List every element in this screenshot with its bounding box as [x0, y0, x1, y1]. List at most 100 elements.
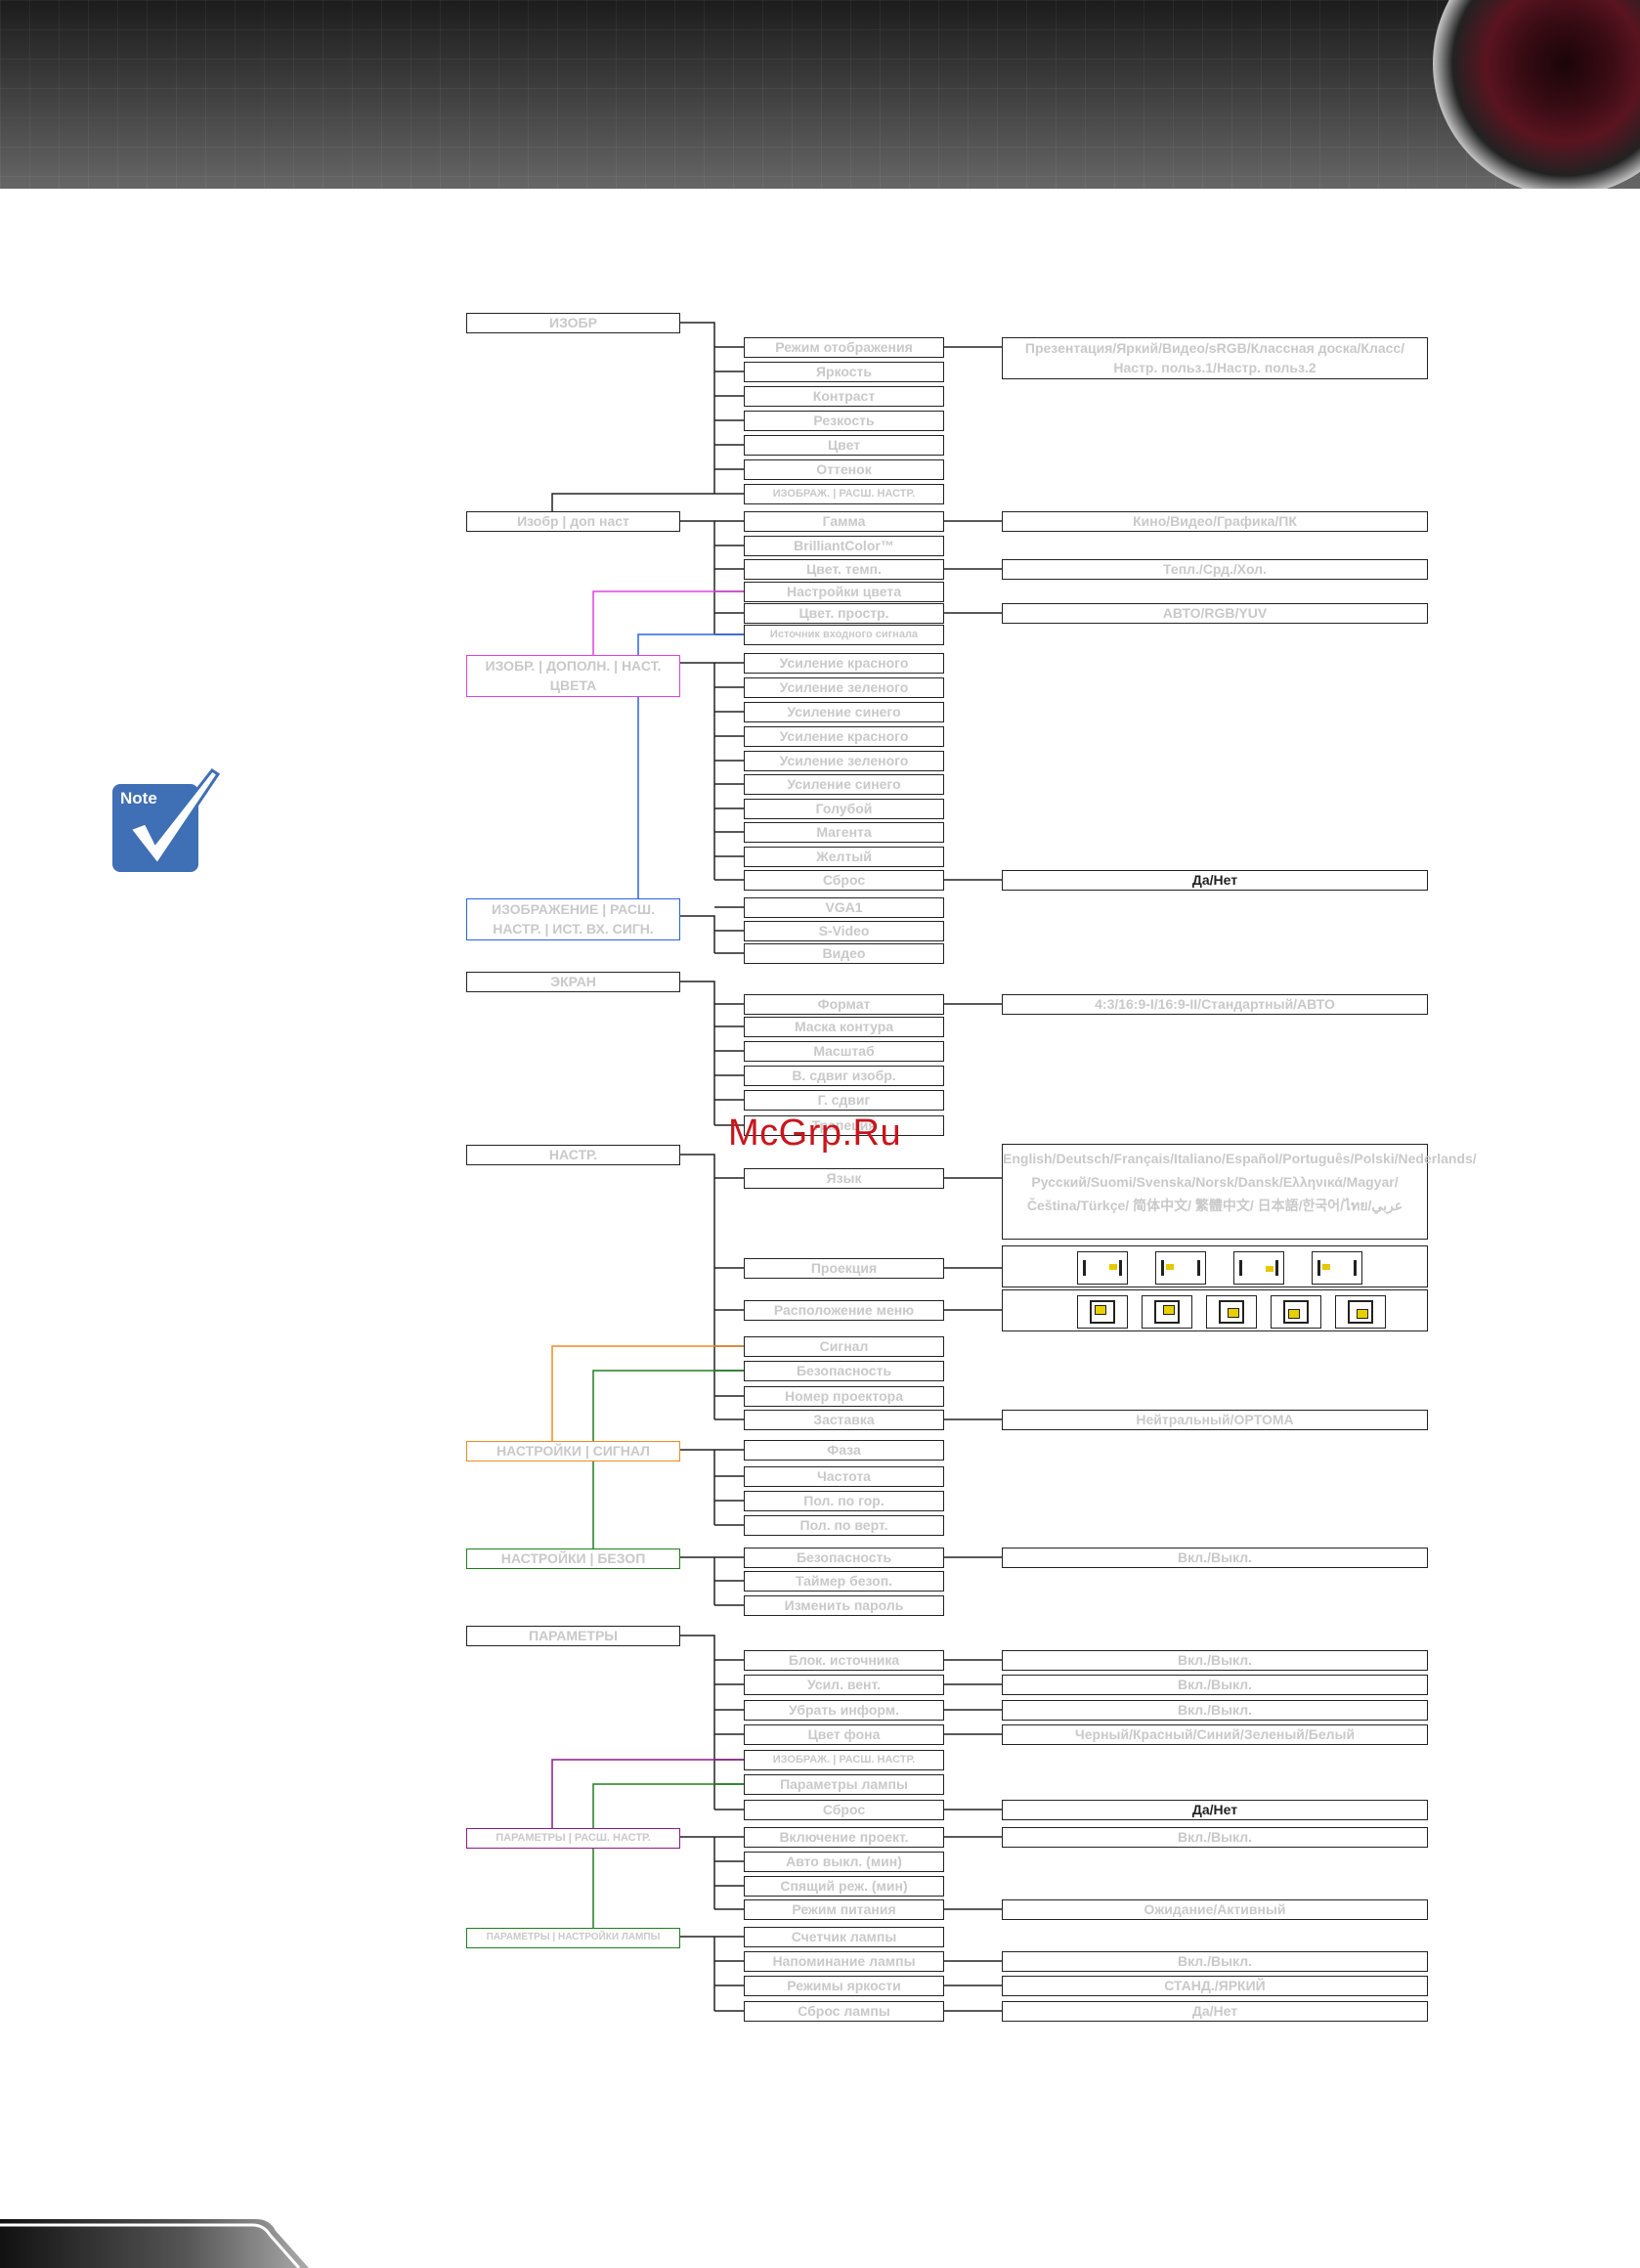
item-security-toggle: Безопасность	[744, 1548, 944, 1568]
rear-desktop-icon	[1155, 1251, 1206, 1285]
item-h-position: Пол. по гор.	[744, 1491, 944, 1511]
value-color-temp: Тепл./Срд./Хол.	[1002, 559, 1428, 580]
item-display-mode: Режим отображения	[744, 337, 944, 358]
menu-center-icon	[1206, 1295, 1257, 1329]
item-blue-gain: Усиление синего	[744, 702, 944, 722]
item-edge-mask: Маска контура	[744, 1017, 944, 1037]
front-desktop-icon	[1077, 1251, 1128, 1285]
item-magenta: Магента	[744, 822, 944, 843]
item-h-shift: Г. сдвиг	[744, 1090, 944, 1111]
note-label: Note	[120, 789, 157, 807]
item-color: Цвет	[744, 435, 944, 456]
item-color-space: Цвет. простр.	[744, 603, 944, 624]
value-gamma: Кино/Видео/Графика/ПК	[1002, 511, 1428, 532]
value-power-mode: Ожидание/Активный	[1002, 1899, 1428, 1920]
menu-image-advanced: Изобр | доп наст	[466, 511, 680, 532]
item-power-mode: Режим питания	[744, 1899, 944, 1920]
value-info-hide: Вкл./Выкл.	[1002, 1700, 1428, 1721]
menu-bottom-left-icon	[1271, 1295, 1321, 1329]
value-direct-power-on: Вкл./Выкл.	[1002, 1827, 1428, 1848]
item-sharpness: Резкость	[744, 411, 944, 431]
item-color-reset: Сброс	[744, 870, 944, 891]
menu-options-advanced: ПАРАМЕТРЫ | РАСШ. НАСТР.	[466, 1828, 680, 1849]
item-format: Формат	[744, 994, 944, 1015]
item-info-hide: Убрать информ.	[744, 1700, 944, 1721]
item-svideo: S-Video	[744, 921, 944, 941]
item-high-altitude: Усил. вент.	[744, 1675, 944, 1695]
menu-setup: НАСТР.	[466, 1145, 680, 1165]
check-icon	[127, 767, 220, 867]
menu-signal: НАСТРОЙКИ | СИГНАЛ	[466, 1441, 680, 1461]
menu-input-source: ИЗОБРАЖЕНИЕ | РАСШ. НАСТР. | ИСТ. ВХ. СИ…	[466, 898, 680, 940]
item-phase: Фаза	[744, 1440, 944, 1461]
item-v-shift: В. сдвиг изобр.	[744, 1066, 944, 1086]
menu-image: ИЗОБР	[466, 313, 680, 333]
value-options-reset: Да/Нет	[1002, 1800, 1428, 1820]
item-keystone: Трапеция	[744, 1115, 944, 1136]
item-projection: Проекция	[744, 1258, 944, 1279]
item-input-source: Источник входного сигнала	[744, 625, 944, 645]
item-direct-power-on: Включение проект.	[744, 1827, 944, 1848]
item-green-gain: Усиление зеленого	[744, 677, 944, 698]
item-options-reset: Сброс	[744, 1800, 944, 1820]
menu-bottom-right-icon	[1335, 1295, 1386, 1329]
item-contrast: Контраст	[744, 386, 944, 407]
item-image-advanced: ИЗОБРАЖ. | РАСШ. НАСТР.	[744, 484, 944, 504]
item-brightness-mode: Режимы яркости	[744, 1976, 944, 1996]
value-color-reset: Да/Нет	[1002, 870, 1428, 891]
item-source-lock: Блок. источника	[744, 1650, 944, 1671]
menu-top-right-icon	[1142, 1295, 1192, 1329]
item-change-password: Изменить пароль	[744, 1595, 944, 1616]
item-blue-gain-2: Усиление синего	[744, 774, 944, 795]
item-green-gain-2: Усиление зеленого	[744, 751, 944, 771]
item-red-gain-2: Усиление красного	[744, 726, 944, 747]
value-color-space: АВТО/RGB/YUV	[1002, 603, 1428, 624]
item-gamma: Гамма	[744, 511, 944, 532]
item-color-settings: Настройки цвета	[744, 582, 944, 602]
menu-location-icons	[1002, 1289, 1428, 1331]
item-signal: Сигнал	[744, 1336, 944, 1357]
item-logo: Заставка	[744, 1410, 944, 1430]
value-security: Вкл./Выкл.	[1002, 1548, 1428, 1568]
value-logo: Нейтральный/OPTOMA	[1002, 1410, 1428, 1430]
item-lamp-reset: Сброс лампы	[744, 2001, 944, 2022]
item-options-advanced: ИЗОБРАЖ. | РАСШ. НАСТР.	[744, 1750, 944, 1770]
value-format: 4:3/16:9-I/16:9-II/Стандартный/АВТО	[1002, 994, 1428, 1015]
item-video: Видео	[744, 943, 944, 964]
item-background-color: Цвет фона	[744, 1724, 944, 1745]
front-ceiling-icon	[1233, 1251, 1284, 1285]
menu-options: ПАРАМЕТРЫ	[466, 1626, 680, 1646]
item-red-gain: Усиление красного	[744, 653, 944, 674]
item-cyan: Голубой	[744, 799, 944, 819]
item-tint: Оттенок	[744, 459, 944, 480]
item-brightness: Яркость	[744, 362, 944, 382]
item-yellow: Желтый	[744, 847, 944, 867]
value-source-lock: Вкл./Выкл.	[1002, 1650, 1428, 1671]
value-brightness-mode: СТАНД./ЯРКИЙ	[1002, 1976, 1428, 1996]
banner-grid	[0, 0, 1640, 189]
menu-security: НАСТРОЙКИ | БЕЗОП	[466, 1548, 680, 1569]
menu-lamp-settings: ПАРАМЕТРЫ | НАСТРОЙКИ ЛАМПЫ	[466, 1928, 680, 1948]
value-display-mode: Презентация/Яркий/Видео/sRGB/Классная до…	[1002, 337, 1428, 379]
item-vga1: VGA1	[744, 897, 944, 918]
item-v-position: Пол. по верт.	[744, 1515, 944, 1536]
header-banner	[0, 0, 1640, 189]
item-projector-id: Номер проектора	[744, 1386, 944, 1407]
item-security: Безопасность	[744, 1361, 944, 1381]
item-frequency: Частота	[744, 1466, 944, 1487]
item-sleep-timer: Спящий реж. (мин)	[744, 1876, 944, 1897]
item-lamp-reminder: Напоминание лампы	[744, 1951, 944, 1972]
note-icon: Note	[112, 767, 220, 872]
item-security-timer: Таймер безоп.	[744, 1571, 944, 1592]
item-zoom: Масштаб	[744, 1041, 944, 1062]
item-brilliantcolor: BrilliantColor™	[744, 536, 944, 556]
menu-color-settings: ИЗОБР. | ДОПОЛН. | НАСТ. ЦВЕТА	[466, 655, 680, 697]
item-color-temp: Цвет. темп.	[744, 559, 944, 580]
item-auto-power-off: Авто выкл. (мин)	[744, 1852, 944, 1872]
watermark: McGrp.Ru	[728, 1112, 902, 1154]
value-background-color: Черный/Красный/Синий/Зеленый/Белый	[1002, 1724, 1428, 1745]
item-lamp-settings: Параметры лампы	[744, 1774, 944, 1795]
item-language: Язык	[744, 1168, 944, 1189]
projection-icons	[1002, 1245, 1428, 1287]
